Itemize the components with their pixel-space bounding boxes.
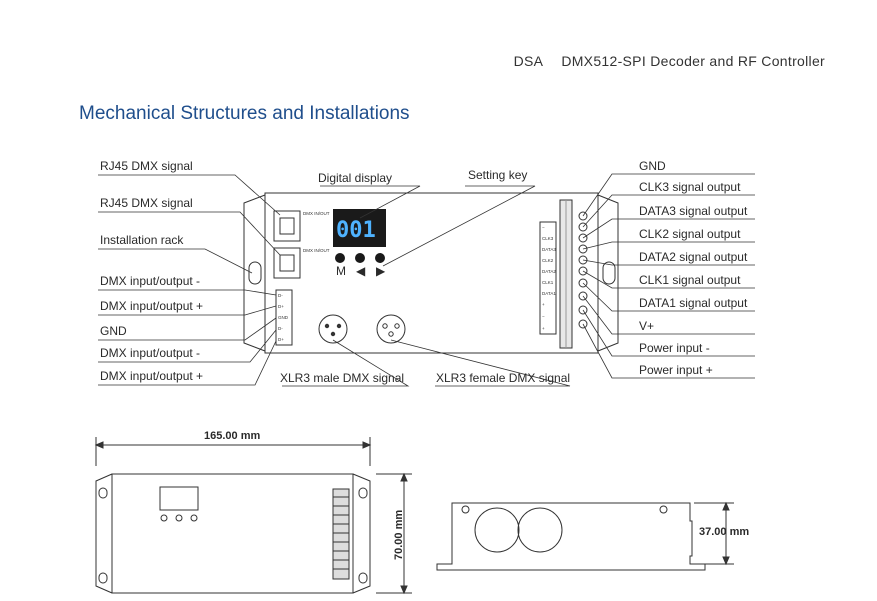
svg-text:GND: GND bbox=[278, 315, 289, 320]
label-gnd-left: GND bbox=[100, 324, 127, 338]
device-top-view bbox=[243, 192, 619, 354]
document-header: DSA DMX512-SPI Decoder and RF Controller bbox=[514, 53, 825, 69]
label-clk3: CLK3 signal output bbox=[639, 180, 741, 194]
label-data3: DATA3 signal output bbox=[639, 204, 748, 218]
svg-text:−: − bbox=[542, 225, 545, 230]
label-digital-display: Digital display bbox=[318, 171, 392, 185]
svg-text:CLK1: CLK1 bbox=[542, 280, 554, 285]
svg-text:D+: D+ bbox=[278, 304, 284, 309]
svg-text:DATA1: DATA1 bbox=[542, 291, 556, 296]
right-labels: GND CLK3 signal output DATA3 signal outp… bbox=[639, 159, 748, 377]
svg-text:D-: D- bbox=[278, 326, 283, 331]
svg-text:DMX IN/OUT: DMX IN/OUT bbox=[303, 211, 330, 216]
svg-text:+: + bbox=[542, 326, 545, 331]
xlr-male-connector bbox=[318, 314, 348, 344]
svg-text:+: + bbox=[542, 302, 545, 307]
svg-text:CLK2: CLK2 bbox=[542, 258, 554, 263]
rj45-port-1 bbox=[273, 210, 301, 242]
label-xlr-female: XLR3 female DMX signal bbox=[436, 371, 570, 385]
label-power-minus: Power input - bbox=[639, 341, 710, 355]
left-labels: RJ45 DMX signal RJ45 DMX signal Installa… bbox=[100, 159, 203, 383]
label-data1: DATA1 signal output bbox=[639, 296, 748, 310]
svg-text:◀: ◀ bbox=[356, 264, 366, 278]
svg-text:M: M bbox=[336, 264, 346, 278]
label-dmx-minus-2: DMX input/output - bbox=[100, 346, 200, 360]
label-power-plus: Power input + bbox=[639, 363, 713, 377]
svg-text:−: − bbox=[542, 314, 545, 319]
label-installation-rack: Installation rack bbox=[100, 233, 184, 247]
label-dmx-minus-1: DMX input/output - bbox=[100, 274, 200, 288]
label-rj45-1: RJ45 DMX signal bbox=[100, 159, 193, 173]
label-clk2: CLK2 signal output bbox=[639, 227, 741, 241]
svg-text:D-: D- bbox=[278, 293, 283, 298]
label-dmx-plus-2: DMX input/output + bbox=[100, 369, 203, 383]
display-value: 001 bbox=[336, 218, 376, 243]
device-body bbox=[264, 192, 599, 354]
label-setting-key: Setting key bbox=[468, 168, 527, 182]
svg-text:DATA2: DATA2 bbox=[542, 269, 556, 274]
left-key bbox=[355, 253, 365, 263]
width-dimension: 165.00 mm bbox=[204, 430, 260, 442]
dimension-top-view bbox=[94, 437, 412, 595]
model-code: DSA bbox=[513, 53, 544, 69]
label-xlr-male: XLR3 male DMX signal bbox=[280, 371, 404, 385]
xlr-female-connector bbox=[376, 314, 406, 344]
section-title: Mechanical Structures and Installations bbox=[79, 103, 410, 124]
mode-key bbox=[335, 253, 345, 263]
svg-text:DATA3: DATA3 bbox=[542, 247, 556, 252]
mount-slot-right bbox=[602, 261, 616, 285]
depth-dimension: 37.00 mm bbox=[699, 526, 749, 538]
product-name: DMX512-SPI Decoder and RF Controller bbox=[561, 53, 825, 69]
mount-slot-left bbox=[248, 261, 262, 285]
label-clk1: CLK1 signal output bbox=[639, 273, 741, 287]
svg-text:CLK3: CLK3 bbox=[542, 236, 554, 241]
label-dmx-plus-1: DMX input/output + bbox=[100, 299, 203, 313]
label-rj45-2: RJ45 DMX signal bbox=[100, 196, 193, 210]
left-terminals: D- D+ GND D- D+ bbox=[278, 293, 289, 342]
svg-text:DMX IN/OUT: DMX IN/OUT bbox=[303, 248, 330, 253]
setting-keys: M ◀ ▶ bbox=[335, 253, 386, 278]
svg-text:D+: D+ bbox=[278, 337, 284, 342]
side-view bbox=[436, 501, 734, 571]
label-gnd-right: GND bbox=[639, 159, 666, 173]
leader-lines bbox=[98, 173, 755, 387]
digital-display bbox=[333, 209, 386, 247]
label-vplus: V+ bbox=[639, 319, 654, 333]
svg-text:▶: ▶ bbox=[376, 264, 386, 278]
label-data2: DATA2 signal output bbox=[639, 250, 748, 264]
left-terminal-block bbox=[275, 289, 293, 346]
right-key bbox=[375, 253, 385, 263]
right-terminal-block: − CLK3 DATA3 CLK2 DATA2 CLK1 DATA1 + − + bbox=[539, 221, 557, 335]
height-dimension: 70.00 mm bbox=[393, 510, 405, 560]
